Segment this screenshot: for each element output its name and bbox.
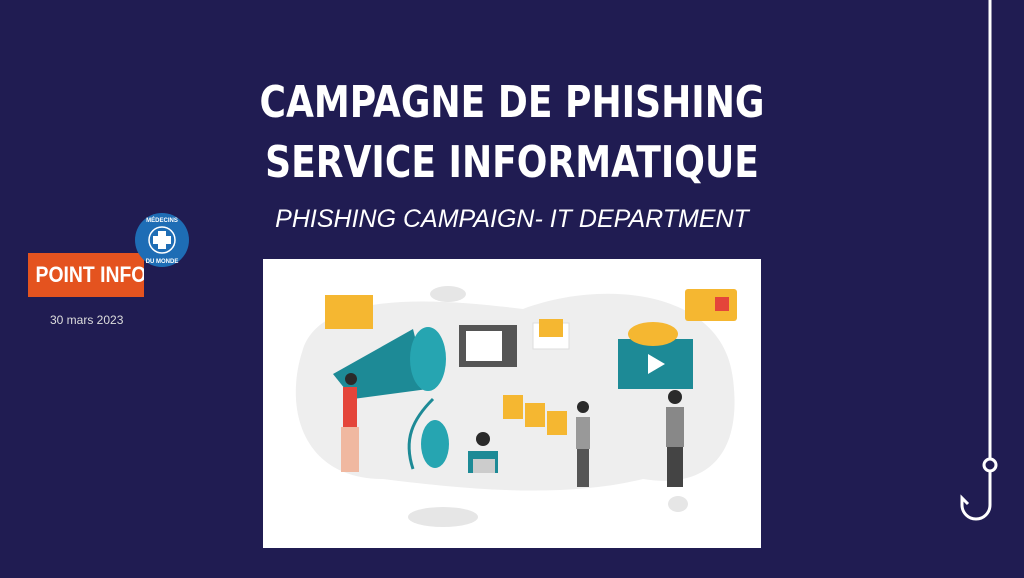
date: 30 mars 2023	[50, 313, 124, 327]
fishing-hook-icon	[960, 0, 998, 521]
title-line-2: SERVICE INFORMATIQUE	[265, 137, 759, 188]
svg-text:DU MONDE: DU MONDE	[146, 259, 179, 265]
title-line-1: CAMPAGNE DE PHISHING	[259, 77, 765, 128]
medecins-du-monde-logo: MÉDECINS DU MONDE	[135, 213, 189, 267]
point-info-badge: POINT INFO	[28, 253, 144, 297]
subtitle: PHISHING CAMPAIGN- IT DEPARTMENT	[275, 205, 749, 233]
svg-text:MÉDECINS: MÉDECINS	[146, 216, 178, 224]
badge-label: POINT INFO	[35, 262, 144, 287]
phishing-illustration	[263, 259, 761, 548]
